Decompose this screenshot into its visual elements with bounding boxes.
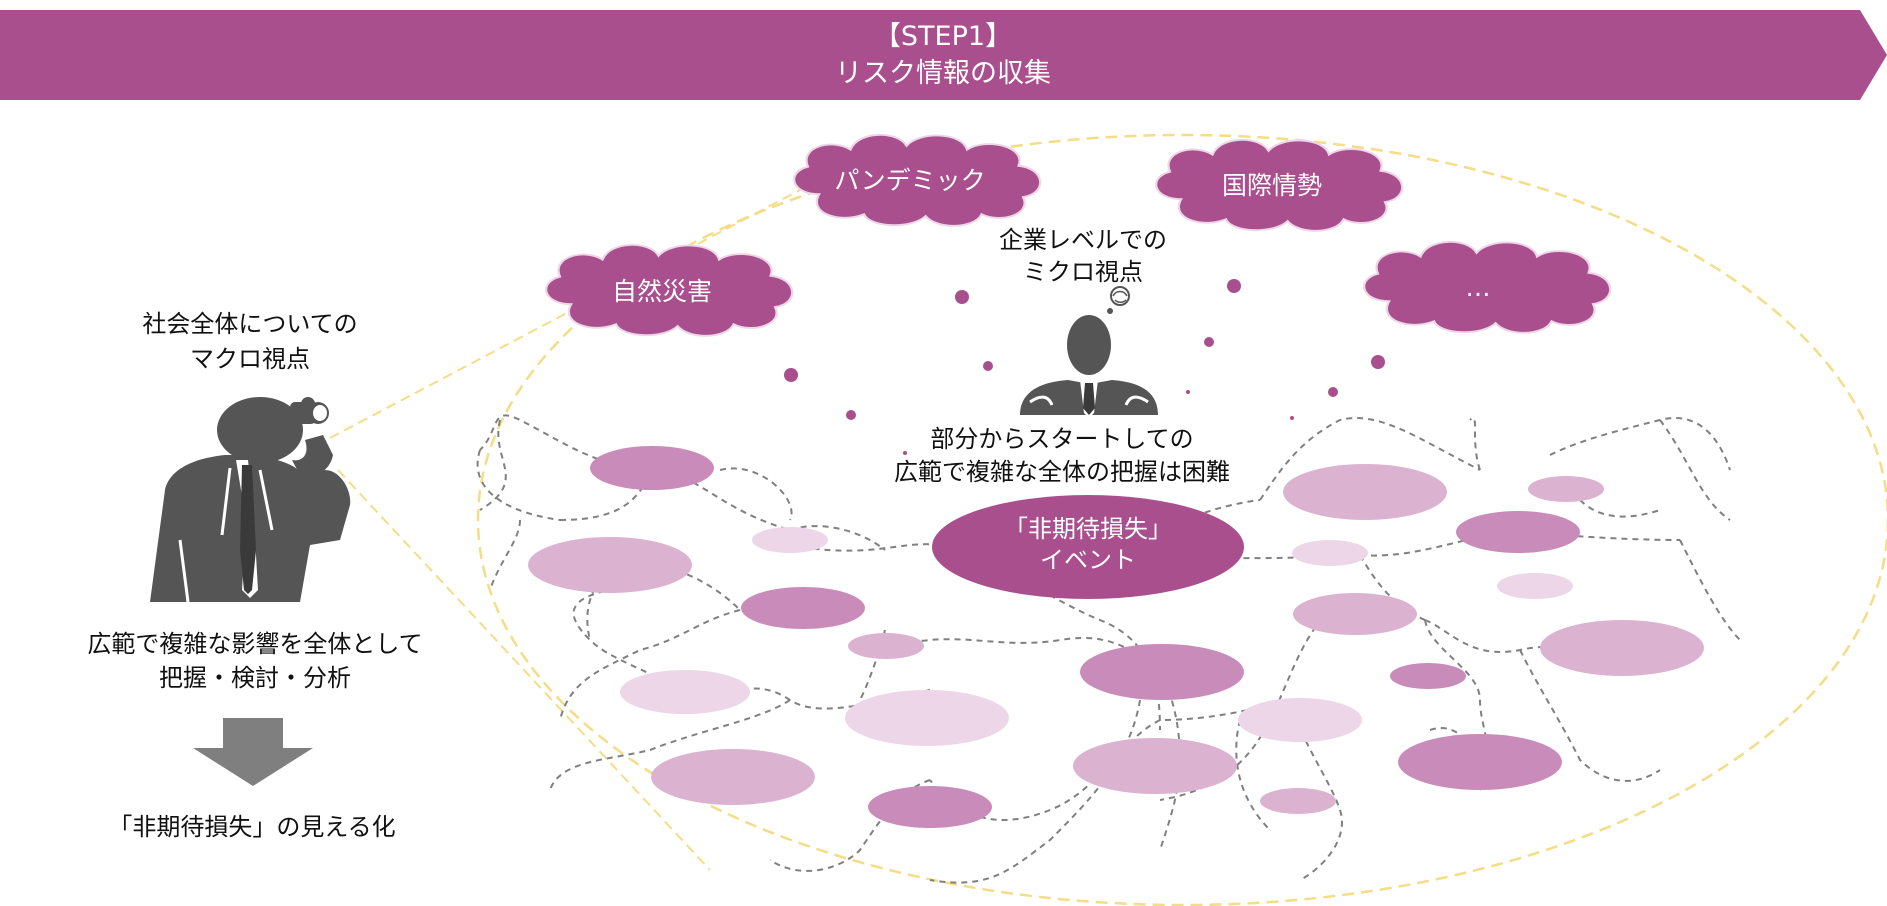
banner-title: リスク情報の収集 [835, 58, 1051, 89]
floating-dot [1204, 337, 1214, 347]
risk-node [752, 527, 828, 553]
micro-view-line2: ミクロ視点 [1023, 258, 1143, 286]
risk-nodes [528, 446, 1704, 828]
risk-node [1073, 738, 1237, 794]
banner-step-label: 【STEP1】 [874, 21, 1012, 52]
risk-node [1080, 644, 1244, 700]
risk-node [528, 537, 692, 593]
visualization-result: 「非期待損失」の見える化 [108, 813, 395, 841]
event-label-line1: 「非期待損失」 [1004, 515, 1172, 543]
risk-node [848, 633, 924, 659]
down-arrow-icon [193, 718, 313, 786]
risk-node [1292, 540, 1368, 566]
floating-dot [983, 361, 993, 371]
risk-node [1497, 573, 1573, 599]
risk-node [1540, 620, 1704, 676]
analysis-line1: 広範で複雑な影響を全体として [87, 630, 422, 658]
floating-dot [846, 410, 856, 420]
cloud-etc-label: … [1466, 273, 1491, 302]
floating-dot [1290, 416, 1294, 420]
cloud-international-label: 国際情勢 [1222, 171, 1322, 200]
floating-dot [784, 368, 798, 382]
cloud-disaster-label: 自然災害 [612, 277, 712, 306]
event-label-line2: イベント [1040, 546, 1136, 574]
risk-node [620, 670, 750, 714]
floating-dot [903, 451, 907, 455]
thought-bubble-icon [1107, 286, 1130, 314]
risk-node [1390, 663, 1466, 689]
risk-node [845, 690, 1009, 746]
scope-boundary [476, 133, 1887, 906]
cloud-etc: … [1363, 240, 1612, 334]
risk-node [651, 749, 815, 805]
risk-node [868, 786, 992, 828]
floating-dot [955, 290, 969, 304]
risk-node [1260, 788, 1336, 814]
risk-node [1293, 593, 1417, 635]
cloud-international: 国際情勢 [1155, 138, 1404, 232]
floating-dots [784, 279, 1385, 455]
sight-line-lower [337, 469, 711, 871]
analysis-line2: 把握・検討・分析 [159, 664, 351, 692]
cloud-disaster: 自然災害 [545, 243, 794, 337]
central-event-ellipse [932, 495, 1244, 599]
floating-dot [1371, 355, 1385, 369]
risk-node [590, 446, 714, 490]
risk-node [741, 587, 865, 629]
floating-dot [1186, 390, 1190, 394]
risk-node [1528, 476, 1604, 502]
sight-line-upper [329, 189, 801, 439]
risk-node [1456, 511, 1580, 553]
risk-node [1238, 698, 1362, 742]
risk-node [1398, 734, 1562, 790]
cloud-pandemic: パンデミック [793, 133, 1042, 227]
thinking-businessman-icon [1020, 286, 1158, 418]
banner-arrow-shape [0, 10, 1887, 100]
macro-view-line2: マクロ視点 [190, 345, 310, 373]
central-event: 「非期待損失」 イベント [932, 495, 1244, 599]
macro-view-line1: 社会全体についての [142, 310, 357, 338]
floating-dot [1227, 279, 1241, 293]
risk-node [1283, 464, 1447, 520]
difficulty-line2: 広範で複雑な全体の把握は困難 [894, 458, 1230, 486]
floating-dot [1328, 387, 1338, 397]
step-banner: 【STEP1】 リスク情報の収集 [0, 10, 1887, 100]
cloud-pandemic-label: パンデミック [834, 166, 985, 195]
person-with-binoculars-icon [150, 397, 351, 603]
micro-view-line1: 企業レベルでの [999, 226, 1167, 254]
difficulty-line1: 部分からスタートしての [930, 425, 1193, 453]
